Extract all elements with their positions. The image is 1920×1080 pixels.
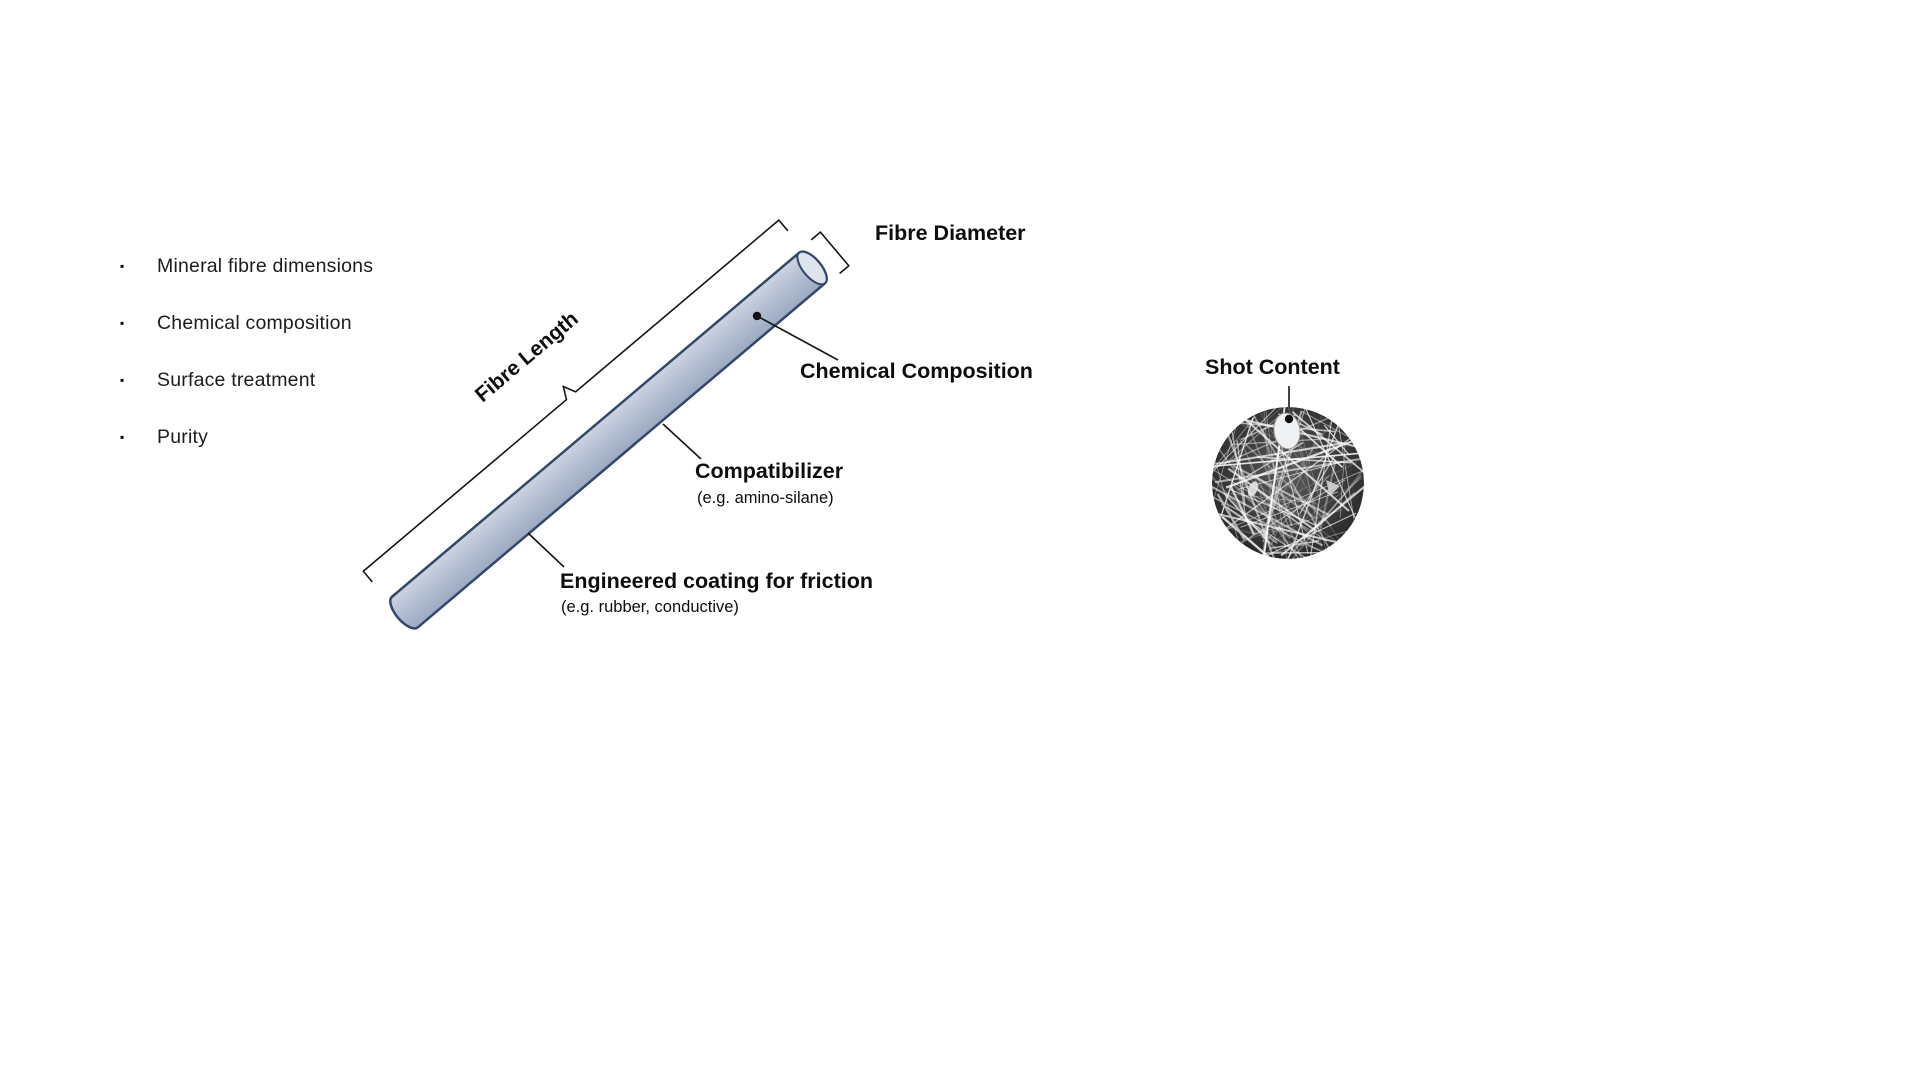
sem-particle xyxy=(1247,481,1259,497)
coating-note: (e.g. rubber, conductive) xyxy=(561,598,739,616)
sem-fibre-line xyxy=(1212,470,1280,553)
fibre-diameter-label: Fibre Diameter xyxy=(875,221,1026,245)
bullet-label: Chemical composition xyxy=(157,311,352,334)
sem-fibre-line xyxy=(1299,455,1336,515)
chemical-composition-leader-line xyxy=(756,315,839,361)
sem-fibre-line xyxy=(1262,551,1328,554)
sem-fibre-line xyxy=(1270,529,1351,556)
sem-fibre-line xyxy=(1253,519,1310,535)
sem-fibre-line xyxy=(1260,407,1290,559)
sem-fibre-line xyxy=(1295,407,1360,527)
sem-particle xyxy=(1326,480,1340,496)
sem-fibre-line xyxy=(1224,505,1320,559)
bullet-label: Mineral fibre dimensions xyxy=(157,254,374,277)
sem-fibre-line xyxy=(1279,440,1309,554)
sem-fibre-line xyxy=(1264,461,1358,509)
chemical-composition-label: Chemical Composition xyxy=(800,359,1033,383)
sem-fibre-line xyxy=(1240,491,1339,528)
fibre-end-cross-section xyxy=(796,250,828,286)
sem-micrograph xyxy=(1212,407,1364,559)
sem-fibre-line xyxy=(1216,493,1246,541)
compatibilizer-label: Compatibilizer xyxy=(695,459,844,483)
sem-fibre-line xyxy=(1280,481,1364,557)
sem-fibre-line xyxy=(1259,512,1357,559)
shot-content-label: Shot Content xyxy=(1205,355,1340,379)
fibre-diameter-bracket xyxy=(810,231,850,275)
sem-fibre-line xyxy=(1212,521,1338,555)
coating-label: Engineered coating for friction xyxy=(560,569,873,593)
bullet-item: ▪ Surface treatment xyxy=(120,364,373,396)
bullet-marker-icon: ▪ xyxy=(120,373,125,387)
bullet-marker-icon: ▪ xyxy=(120,430,125,444)
sem-fibre-line xyxy=(1265,407,1290,559)
compatibilizer-note: (e.g. amino-silane) xyxy=(697,489,834,507)
sem-fibre-line xyxy=(1225,440,1353,489)
sem-fibre-line xyxy=(1256,407,1352,559)
sem-fibre-line xyxy=(1246,441,1304,478)
sem-fibre-line xyxy=(1337,418,1355,519)
sem-fibre-line xyxy=(1226,509,1344,547)
sem-fibre-line xyxy=(1301,411,1353,440)
sem-fibre-line xyxy=(1214,470,1327,541)
bullet-list: ▪ Mineral fibre dimensions ▪ Chemical co… xyxy=(120,250,373,478)
bullet-item: ▪ Purity xyxy=(120,421,373,453)
sem-fibre-line xyxy=(1310,491,1356,534)
sem-fibre-line xyxy=(1212,407,1281,480)
fibre-length-bracket xyxy=(362,219,789,583)
sem-fibre-line xyxy=(1231,482,1292,540)
sem-fibre-line xyxy=(1289,415,1323,531)
fibre-length-label: Fibre Length xyxy=(471,307,583,407)
bullet-marker-icon: ▪ xyxy=(120,259,125,273)
sem-fibre-line xyxy=(1236,440,1246,506)
sem-fibre-line xyxy=(1277,407,1327,551)
sem-fibre-line xyxy=(1229,485,1255,535)
sem-fibres xyxy=(1212,407,1364,559)
sem-fibre-line xyxy=(1251,413,1337,559)
sem-fibre-line xyxy=(1270,540,1320,549)
bullet-label: Surface treatment xyxy=(157,368,316,391)
sem-fibre-line xyxy=(1282,416,1342,559)
sem-fibre-line xyxy=(1291,411,1364,475)
coating-leader-line xyxy=(527,532,565,568)
sem-fibre-line xyxy=(1247,458,1279,545)
fibre-cylinder-group xyxy=(362,219,850,630)
sem-shot-particle xyxy=(1273,412,1301,450)
bullet-item: ▪ Chemical composition xyxy=(120,307,373,339)
sem-fibre-line xyxy=(1218,449,1321,559)
compatibilizer-leader-line xyxy=(662,423,702,460)
sem-fibre-line xyxy=(1223,407,1284,457)
sem-fibre-line xyxy=(1212,412,1241,507)
sem-fibre-line xyxy=(1227,467,1318,533)
shot-content-anchor-dot xyxy=(1284,414,1294,424)
bullet-marker-icon: ▪ xyxy=(120,316,125,330)
sem-fibre-line xyxy=(1279,456,1364,559)
sem-fibre-line xyxy=(1255,476,1316,520)
sem-fibre-line xyxy=(1319,460,1337,529)
sem-fibre-line xyxy=(1238,438,1290,547)
sem-fibre-line xyxy=(1309,407,1336,559)
bullet-label: Purity xyxy=(157,425,209,448)
bullet-item: ▪ Mineral fibre dimensions xyxy=(120,250,373,282)
sem-fibre-line xyxy=(1221,516,1270,559)
